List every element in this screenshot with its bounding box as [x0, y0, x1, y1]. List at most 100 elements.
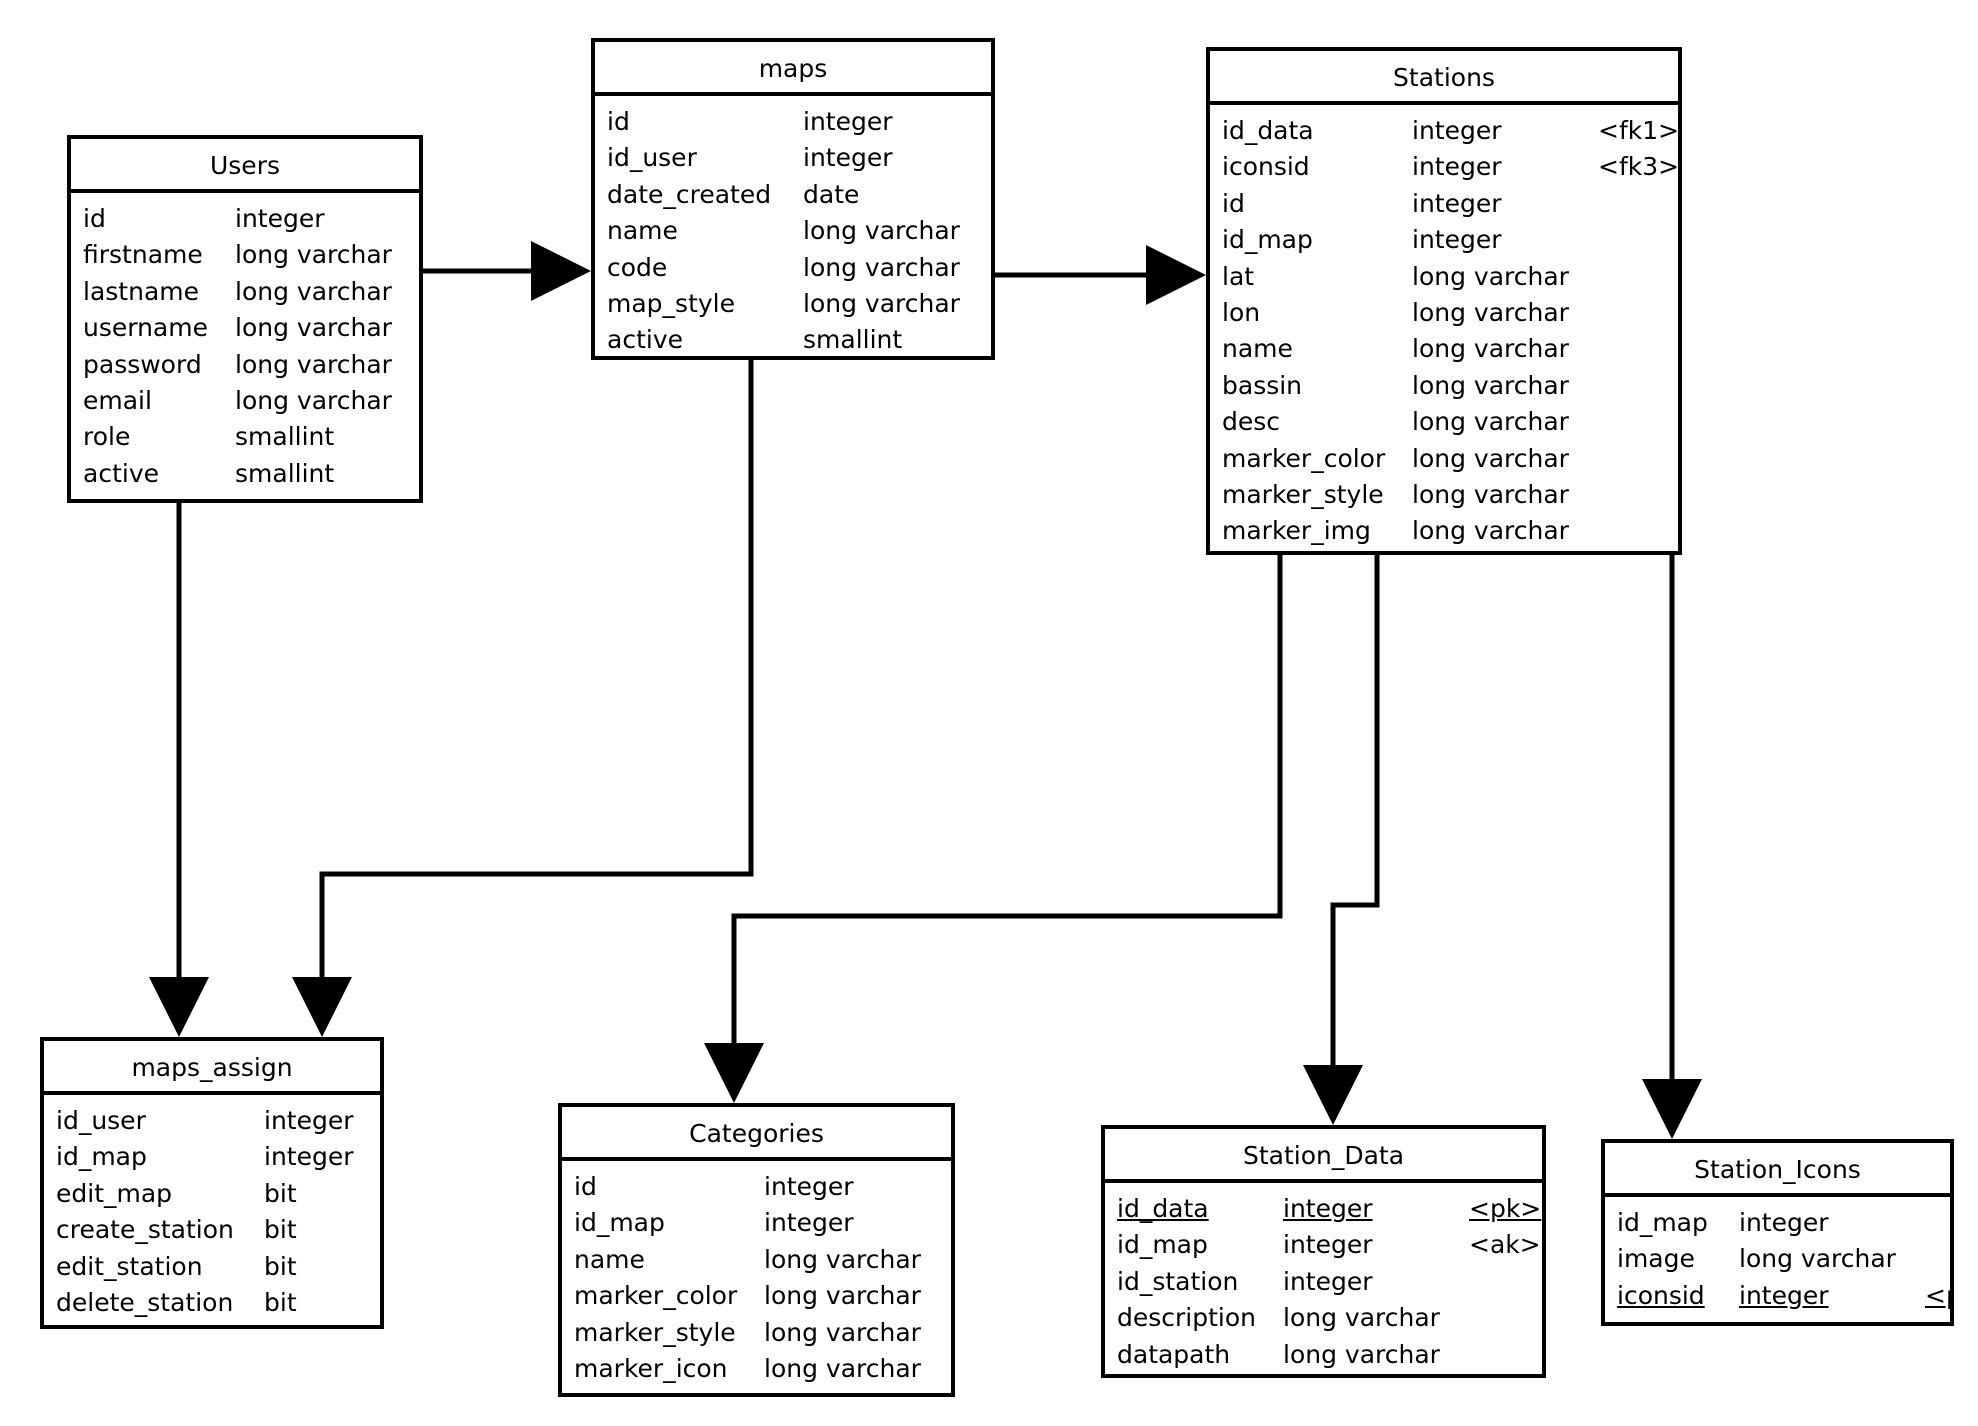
- column-name: desc: [1222, 407, 1281, 437]
- column-type: bit: [264, 1251, 297, 1281]
- column-row: delete_station bit: [44, 1285, 380, 1321]
- column-type: bit: [264, 1215, 297, 1245]
- column-type: long varchar: [1412, 297, 1569, 327]
- column-key: <pk>: [1469, 1194, 1542, 1223]
- column-name: description: [1117, 1303, 1257, 1333]
- column-name: delete_station: [56, 1287, 234, 1317]
- column-type: long varchar: [1412, 479, 1569, 509]
- column-type: integer: [1739, 1208, 1829, 1237]
- column-type: integer: [1412, 116, 1502, 145]
- column-type: long varchar: [764, 1317, 921, 1347]
- column-row: id integer: [1210, 186, 1678, 222]
- column-type: integer: [1283, 1266, 1373, 1296]
- column-name: marker_color: [1222, 443, 1386, 473]
- column-name: id_user: [56, 1106, 146, 1135]
- column-name: id_station: [1117, 1266, 1239, 1296]
- column-row: id_station integer: [1105, 1264, 1542, 1300]
- column-type: bit: [264, 1287, 297, 1317]
- column-name: name: [574, 1244, 645, 1274]
- column-name: lon: [1222, 297, 1261, 327]
- column-type: long varchar: [764, 1281, 921, 1311]
- column-type: smallint: [235, 458, 335, 488]
- column-name: edit_map: [56, 1178, 173, 1208]
- maps-assign-table-title: maps_assign: [44, 1041, 380, 1095]
- column-name: marker_img: [1222, 516, 1371, 546]
- users-table-title: Users: [71, 139, 419, 193]
- column-name: email: [83, 385, 152, 415]
- column-name: firstname: [83, 240, 203, 270]
- column-type: smallint: [803, 325, 903, 355]
- column-name: active: [607, 325, 683, 355]
- column-name: lastname: [83, 276, 199, 306]
- column-name: name: [1222, 334, 1293, 364]
- column-name: id_map: [1617, 1208, 1708, 1237]
- column-type: long varchar: [1283, 1339, 1440, 1369]
- column-name: name: [607, 216, 678, 246]
- column-type: integer: [264, 1106, 354, 1135]
- column-name: marker_style: [574, 1317, 736, 1347]
- column-type: integer: [764, 1208, 854, 1238]
- column-type: integer: [1412, 188, 1502, 218]
- stations-to-categories-connector: [704, 555, 1283, 1103]
- column-name: datapath: [1117, 1339, 1231, 1369]
- column-type: long varchar: [803, 252, 960, 282]
- column-type: integer: [803, 107, 893, 136]
- column-name: code: [607, 252, 668, 282]
- column-row: id integer: [71, 201, 419, 237]
- column-type: long varchar: [235, 276, 392, 306]
- column-key: <fk1>: [1598, 116, 1680, 145]
- column-type: long varchar: [803, 288, 960, 318]
- column-row: desc long varchar: [1210, 404, 1678, 440]
- column-name: id_data: [1117, 1194, 1209, 1223]
- column-type: smallint: [235, 422, 335, 452]
- column-key: <p: [1925, 1280, 1950, 1310]
- stations-to-station-data-connector: [1303, 555, 1380, 1125]
- column-type: long varchar: [1739, 1244, 1896, 1274]
- column-type: long varchar: [1283, 1303, 1440, 1333]
- column-type: long varchar: [1412, 407, 1569, 437]
- column-type: integer: [235, 204, 325, 233]
- column-name: id: [83, 204, 106, 233]
- column-key: <ak>: [1469, 1230, 1541, 1260]
- column-type: integer: [1412, 152, 1502, 182]
- maps-table-title: maps: [595, 42, 991, 96]
- column-name: password: [83, 349, 202, 379]
- column-name: date_created: [607, 179, 772, 209]
- column-type: long varchar: [1412, 334, 1569, 364]
- column-type: date: [803, 179, 860, 209]
- column-type: integer: [764, 1172, 854, 1201]
- column-name: id: [1222, 188, 1245, 218]
- column-name: iconsid: [1617, 1280, 1705, 1310]
- station-icons-table-title: Station_Icons: [1605, 1143, 1950, 1197]
- column-type: integer: [803, 143, 893, 173]
- column-name: marker_color: [574, 1281, 738, 1311]
